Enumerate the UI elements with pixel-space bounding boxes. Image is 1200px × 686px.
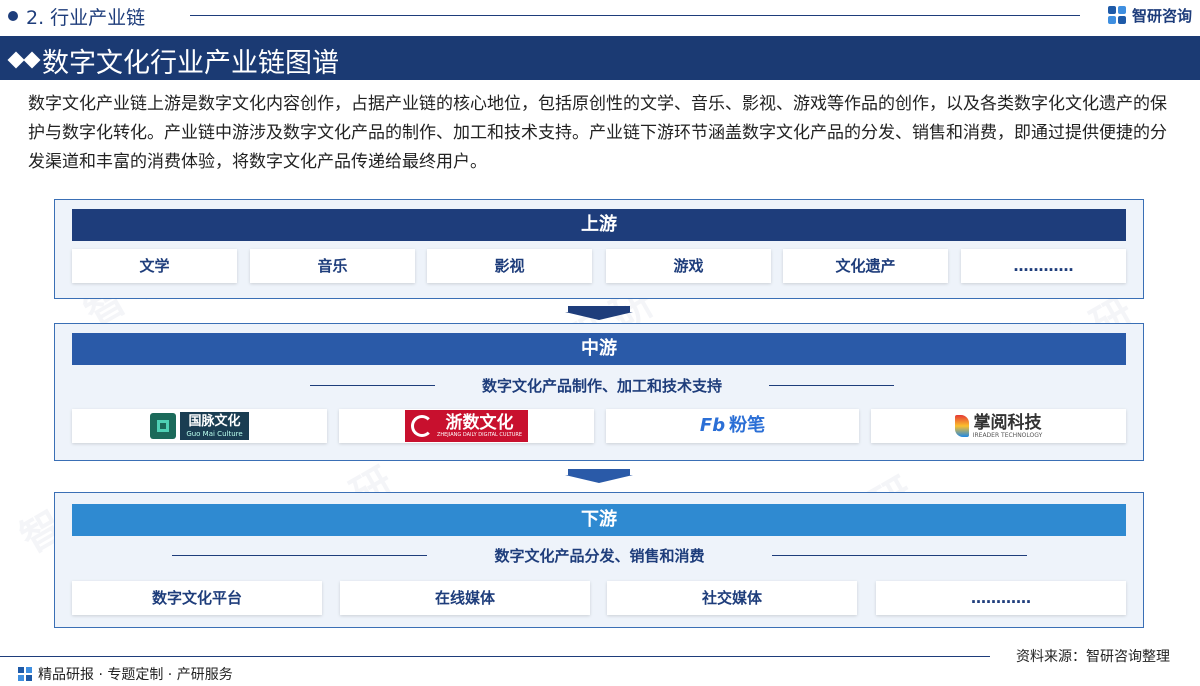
section-label: 2. 行业产业链 <box>26 7 146 29</box>
diamond-icon <box>7 51 42 70</box>
midstream-band: 中游 <box>72 333 1126 365</box>
brand-name: 智研咨询 <box>1131 7 1192 25</box>
page-title: 数字文化行业产业链图谱 <box>42 48 339 79</box>
upstream-panel: 上游 文学 音乐 影视 游戏 文化遗产 ………… <box>54 199 1144 299</box>
brand-logo-icon <box>1107 5 1128 26</box>
upstream-item: ………… <box>961 249 1126 283</box>
downstream-item: ………… <box>876 581 1126 615</box>
guomai-sub: Guo Mai Culture <box>186 430 243 438</box>
downstream-item: 数字文化平台 <box>72 581 322 615</box>
upstream-item: 文化遗产 <box>783 249 948 283</box>
footer-rule <box>0 656 990 657</box>
source-note: 资料来源：智研咨询整理 <box>1016 649 1170 665</box>
upstream-item: 文学 <box>72 249 237 283</box>
zheshu-sub: ZHEJIANG DAILY DIGITAL CULTURE <box>436 432 523 438</box>
brand-logo-icon <box>18 667 32 681</box>
midstream-subtitle: 数字文化产品制作、加工和技术支持 <box>481 377 722 395</box>
top-rule <box>190 15 1080 16</box>
fenbi-logo-icon: Fb <box>699 415 726 436</box>
zheshu-name: 浙数文化 <box>445 413 514 433</box>
zhangyue-logo-icon <box>954 415 969 437</box>
upstream-item: 影视 <box>427 249 592 283</box>
brand: 智研咨询 <box>1107 5 1192 26</box>
title-bar: 数字文化行业产业链图谱 <box>0 36 1200 80</box>
downstream-subtitle: 数字文化产品分发、销售和消费 <box>494 547 705 565</box>
top-bar: 2. 行业产业链 智研咨询 <box>0 0 1200 32</box>
downstream-band: 下游 <box>72 504 1126 536</box>
zhangyue-sub: IREADER TECHNOLOGY <box>972 431 1043 439</box>
downstream-panel: 下游 数字文化产品分发、销售和消费 数字文化平台 在线媒体 社交媒体 ………… <box>54 492 1144 628</box>
downstream-item: 在线媒体 <box>340 581 590 615</box>
zheshu-logo-icon <box>410 415 433 437</box>
bullet-dot-icon <box>8 11 18 21</box>
fenbi-name: 粉笔 <box>729 415 766 436</box>
guomai-logo-icon <box>150 413 177 439</box>
upstream-item: 音乐 <box>250 249 415 283</box>
guomai-name: 国脉文化 <box>188 414 241 429</box>
upstream-band: 上游 <box>72 209 1126 241</box>
footer-services: 精品研报 · 专题定制 · 产研服务 <box>18 664 233 684</box>
intro-paragraph: 数字文化产业链上游是数字文化内容创作，占据产业链的核心地位，包括原创性的文学、音… <box>28 94 1167 172</box>
downstream-item: 社交媒体 <box>607 581 857 615</box>
upstream-item: 游戏 <box>606 249 771 283</box>
zhangyue-name: 掌阅科技 <box>973 412 1042 433</box>
services-text: 精品研报 · 专题定制 · 产研服务 <box>38 667 233 683</box>
logo-tile-fenbi: Fb 粉笔 <box>606 409 859 443</box>
